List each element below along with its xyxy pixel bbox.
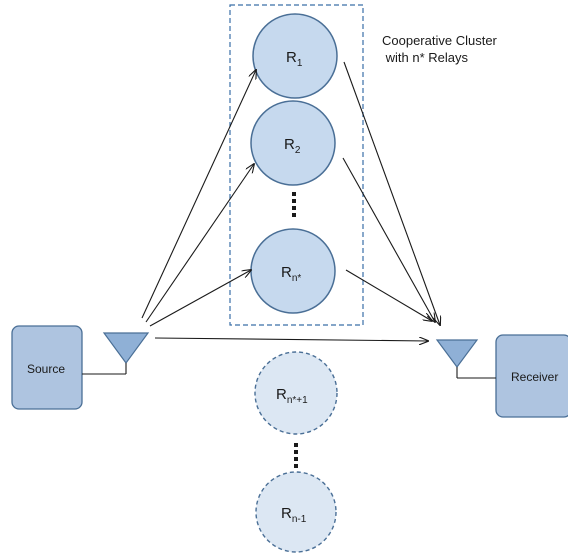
relay-r2: R2 [250,100,336,186]
cluster-ellipsis [292,192,296,217]
cluster-note-line1: Cooperative Cluster [382,33,498,48]
svg-text:R2: R2 [284,136,301,156]
receiver-antenna-icon [435,339,496,379]
relay-rn-star-plus-1-sub: n*+1 [287,395,308,406]
arrow-source-to-rn [149,270,251,327]
relay-rn-star-plus-1-base: R [276,386,287,403]
source-label: Source [27,362,65,376]
source-node: Source [11,325,83,410]
relay-rn-minus-1-sub: n-1 [292,514,307,525]
svg-text:Rn*: Rn* [281,264,301,284]
arrow-source-to-r2 [145,164,254,323]
arrow-r2-to-receiver [342,157,435,322]
arrow-source-to-receiver [154,338,428,341]
svg-text:R1: R1 [286,49,303,69]
svg-text:Rn-1: Rn-1 [281,505,307,525]
relay-rn-minus-1-base: R [281,505,292,522]
relay-r2-sub: 2 [295,145,301,156]
arrow-r1-to-receiver [343,61,440,325]
source-antenna-icon [82,332,150,375]
relay-rn-star-plus-1: Rn*+1 [254,351,338,435]
relay-rn-minus-1: Rn-1 [255,471,337,553]
receiver-label: Receiver [511,370,558,384]
cooperative-cluster-boundary [229,4,364,326]
relay-r1-sub: 1 [297,58,303,69]
relay-r2-base: R [284,136,295,153]
arrow-rn-to-receiver [345,269,432,321]
arrow-source-to-r1 [141,70,256,319]
cluster-note-line2: with n* Relays [382,50,468,65]
relay-r1: R1 [252,13,338,99]
relay-rn-star: Rn* [250,228,336,314]
relay-r1-base: R [286,49,297,66]
relay-rn-star-sub: n* [292,273,302,284]
relay-rn-star-base: R [281,264,292,281]
svg-text:Rn*+1: Rn*+1 [276,386,308,406]
receiver-node: Receiver [495,334,568,418]
idle-ellipsis [294,443,298,468]
